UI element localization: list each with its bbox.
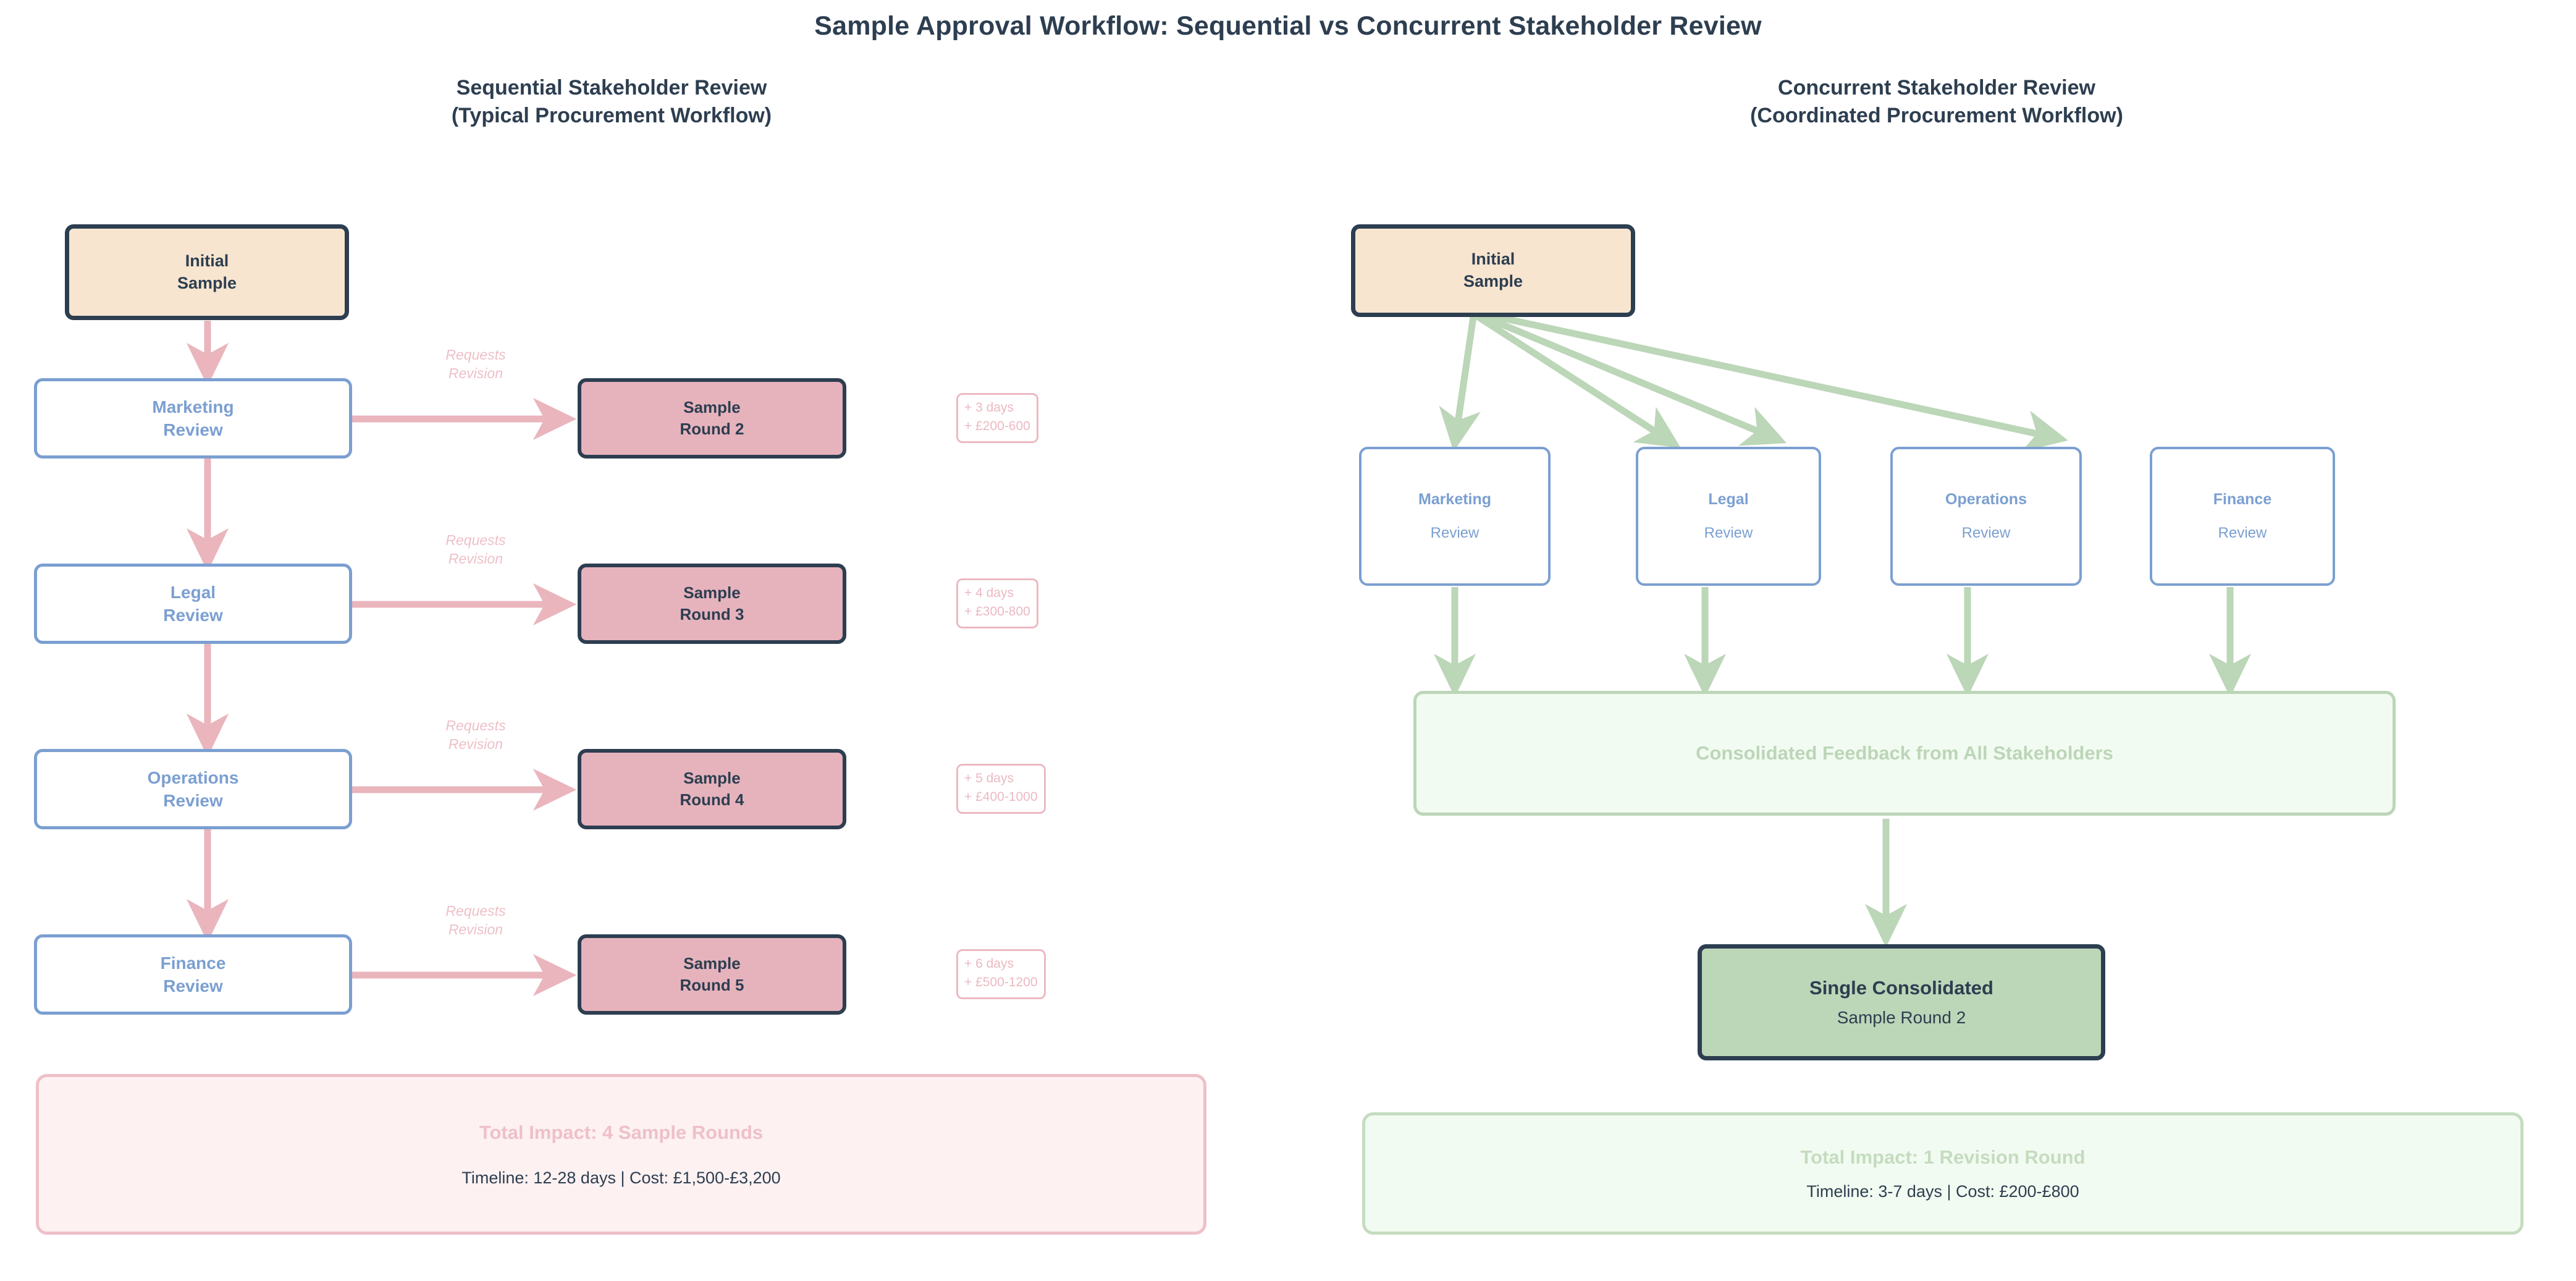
right-heading-line1: Concurrent Stakeholder Review [1778, 76, 2095, 99]
stakeholder-node-marketing[interactable]: Marketing Review [1359, 447, 1551, 586]
round-4-line1: Sample [683, 768, 741, 787]
review-operations-line2: Review [163, 791, 223, 810]
round-3-line1: Sample [683, 583, 741, 602]
review-finance-line1: Finance [160, 953, 226, 973]
edge-label-requests-revision-3: Requests Revision [402, 717, 550, 754]
edge-label-3-line1: Requests [445, 717, 506, 734]
edge-label-2-line2: Revision [448, 550, 503, 567]
round-5-line1: Sample [683, 953, 741, 973]
consolidated-feedback-label: Consolidated Feedback from All Stakehold… [1696, 742, 2113, 764]
round-3-line2: Round 3 [680, 605, 744, 624]
cost-badge-5-days: + 6 days [964, 957, 1014, 971]
cost-badge-round-2: + 3 days + £200-600 [956, 393, 1038, 443]
cost-badge-3-days: + 4 days [964, 586, 1014, 600]
cost-badge-2-cost: + £200-600 [964, 419, 1030, 434]
review-marketing-line1: Marketing [152, 397, 234, 416]
stakeholder-node-operations[interactable]: Operations Review [1890, 447, 2082, 586]
cost-badge-round-4: + 5 days + £400-1000 [956, 764, 1046, 814]
edge-label-4-line2: Revision [448, 921, 503, 937]
left-heading-line1: Sequential Stakeholder Review [456, 76, 767, 99]
edge-label-1-line2: Revision [448, 365, 503, 381]
stakeholder-node-legal[interactable]: Legal Review [1636, 447, 1821, 586]
stakeholder-operations-role: Review [1961, 525, 2011, 541]
concurrent-fanout-arrows [1439, 310, 2068, 452]
stakeholder-marketing-name: Marketing [1418, 491, 1492, 508]
cost-badge-round-3: + 4 days + £300-800 [956, 578, 1038, 628]
cost-badge-round-5: + 6 days + £500-1200 [956, 949, 1046, 999]
right-summary-headline: Total Impact: 1 Revision Round [1800, 1146, 2086, 1168]
review-finance-line2: Review [163, 976, 223, 996]
page-title: Sample Approval Workflow: Sequential vs … [814, 11, 1762, 41]
edge-label-requests-revision-2: Requests Revision [402, 531, 550, 569]
review-operations-line1: Operations [147, 767, 239, 787]
stakeholder-marketing-role: Review [1430, 525, 1480, 541]
left-summary-panel: Total Impact: 4 Sample Rounds Timeline: … [36, 1074, 1206, 1235]
stakeholder-finance-role: Review [2218, 525, 2267, 541]
sequential-revision-arrows [352, 397, 577, 997]
right-initial-line2: Sample [1463, 272, 1523, 290]
review-marketing-line2: Review [163, 420, 223, 439]
stakeholder-operations-name: Operations [1945, 491, 2027, 508]
right-initial-line1: Initial [1471, 250, 1515, 269]
right-summary-detail: Timeline: 3-7 days | Cost: £200-£800 [1806, 1182, 2079, 1201]
sample-round-node-3[interactable]: Sample Round 3 [578, 564, 846, 644]
left-initial-line2: Sample [177, 273, 237, 292]
single-consolidated-line1: Single Consolidated [1809, 977, 1993, 999]
right-summary-panel: Total Impact: 1 Revision Round Timeline:… [1362, 1112, 2523, 1235]
left-column-heading: Sequential Stakeholder Review (Typical P… [37, 74, 1186, 130]
sample-round-node-5[interactable]: Sample Round 5 [578, 934, 846, 1015]
stakeholder-node-finance[interactable]: Finance Review [2150, 447, 2335, 586]
left-initial-line1: Initial [185, 251, 229, 270]
stakeholder-finance-name: Finance [2213, 491, 2272, 508]
round-5-line2: Round 5 [680, 976, 744, 994]
cost-badge-5-cost: + £500-1200 [964, 975, 1038, 990]
round-4-line2: Round 4 [680, 790, 744, 809]
consolidated-feedback-band: Consolidated Feedback from All Stakehold… [1413, 691, 2396, 816]
edge-label-4-line1: Requests [445, 903, 506, 919]
left-heading-line2: (Typical Procurement Workflow) [451, 103, 772, 127]
stakeholder-legal-role: Review [1704, 525, 1753, 541]
edge-label-3-line2: Revision [448, 735, 503, 752]
round-2-line2: Round 2 [680, 420, 744, 438]
review-node-marketing[interactable]: Marketing Review [34, 378, 352, 459]
right-initial-sample-node[interactable]: Initial Sample [1351, 224, 1635, 317]
edge-label-requests-revision-4: Requests Revision [402, 902, 550, 939]
edge-label-1-line1: Requests [445, 347, 506, 363]
single-consolidated-node[interactable]: Single Consolidated Sample Round 2 [1698, 944, 2105, 1060]
right-heading-line2: (Coordinated Procurement Workflow) [1750, 103, 2123, 127]
single-consolidated-line2: Sample Round 2 [1837, 1008, 1966, 1027]
edge-label-2-line1: Requests [445, 532, 506, 548]
edge-label-requests-revision-1: Requests Revision [402, 346, 550, 383]
left-initial-sample-node[interactable]: Initial Sample [65, 224, 349, 320]
cost-badge-4-cost: + £400-1000 [964, 790, 1038, 805]
review-legal-line2: Review [163, 606, 223, 625]
review-legal-line1: Legal [170, 582, 216, 602]
left-summary-detail: Timeline: 12-28 days | Cost: £1,500-£3,2… [461, 1168, 781, 1187]
review-node-finance[interactable]: Finance Review [34, 934, 352, 1015]
review-node-legal[interactable]: Legal Review [34, 564, 352, 644]
sample-round-node-4[interactable]: Sample Round 4 [578, 749, 846, 829]
round-2-line1: Sample [683, 397, 741, 416]
cost-badge-3-cost: + £300-800 [964, 604, 1030, 619]
right-column-heading: Concurrent Stakeholder Review (Coordinat… [1334, 74, 2539, 130]
cost-badge-2-days: + 3 days [964, 400, 1014, 415]
stakeholder-legal-name: Legal [1708, 491, 1749, 508]
left-summary-headline: Total Impact: 4 Sample Rounds [479, 1121, 764, 1143]
sample-round-node-2[interactable]: Sample Round 2 [578, 378, 846, 459]
review-node-operations[interactable]: Operations Review [34, 749, 352, 829]
cost-badge-4-days: + 5 days [964, 771, 1014, 785]
